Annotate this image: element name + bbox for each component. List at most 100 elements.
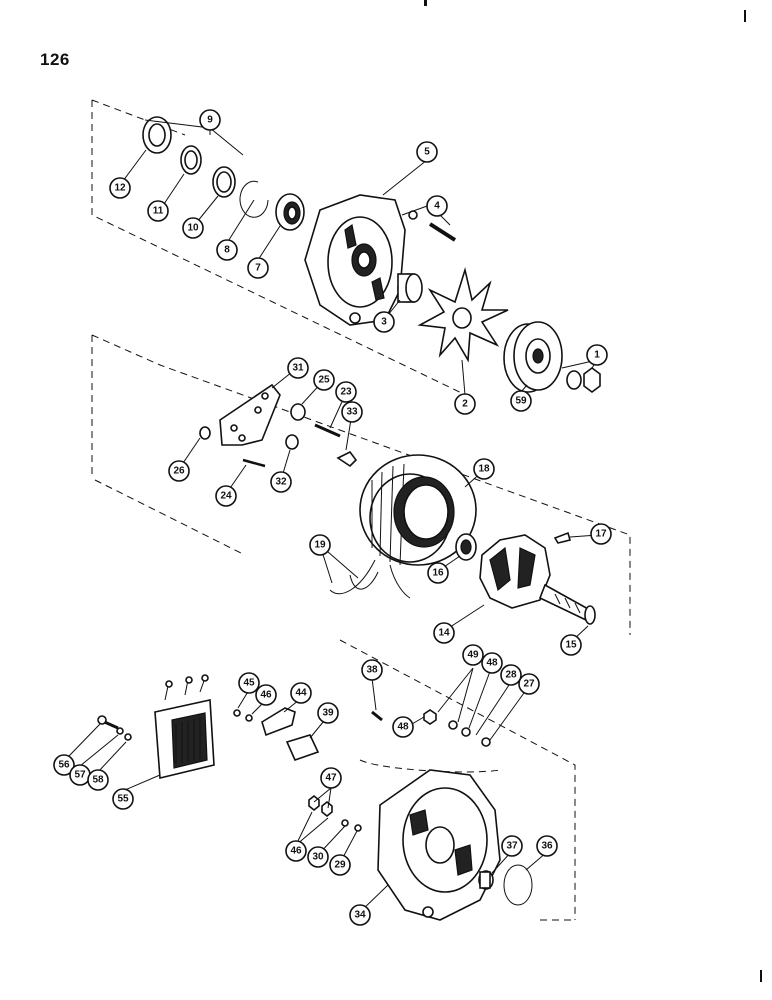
- svg-text:11: 11: [153, 206, 164, 217]
- svg-text:8: 8: [224, 245, 230, 256]
- svg-text:7: 7: [255, 263, 261, 274]
- svg-text:46: 46: [290, 846, 302, 857]
- svg-text:2: 2: [462, 399, 468, 410]
- svg-text:34: 34: [354, 910, 366, 921]
- callout-7: 7: [247, 257, 269, 279]
- bearing-part: [275, 193, 305, 231]
- stator-part: [359, 454, 477, 566]
- section-drive-end-frame: [91, 99, 601, 399]
- callout-12: 12: [109, 177, 131, 199]
- svg-text:25: 25: [318, 375, 330, 386]
- svg-text:28: 28: [505, 670, 517, 681]
- callout-15: 15: [560, 634, 582, 656]
- callout-23: 23: [335, 381, 357, 403]
- svg-text:17: 17: [595, 529, 607, 540]
- callout-24: 24: [215, 485, 237, 507]
- callout-58: 58: [87, 769, 109, 791]
- callout-44: 44: [290, 682, 312, 704]
- svg-text:45: 45: [243, 678, 255, 689]
- svg-text:16: 16: [432, 568, 444, 579]
- svg-text:56: 56: [58, 760, 70, 771]
- slip-ring-end-frame-part: [377, 769, 501, 921]
- rotor-part: [479, 534, 592, 622]
- svg-text:3: 3: [381, 317, 387, 328]
- svg-text:44: 44: [295, 688, 307, 699]
- callout-36: 36: [536, 835, 558, 857]
- svg-text:19: 19: [314, 540, 326, 551]
- callout-1: 1: [586, 344, 608, 366]
- callout-2: 2: [454, 393, 476, 415]
- svg-text:37: 37: [506, 841, 518, 852]
- bolt-part: [408, 210, 457, 242]
- svg-text:12: 12: [114, 183, 126, 194]
- callout-38: 38: [361, 659, 383, 681]
- svg-text:36: 36: [541, 841, 553, 852]
- callout-48-right: 48: [481, 652, 503, 674]
- svg-text:4: 4: [434, 201, 440, 212]
- callout-10: 10: [182, 217, 204, 239]
- callout-59: 59: [510, 390, 532, 412]
- callout-48-left: 48: [392, 716, 414, 738]
- section-slip-ring-end: [97, 639, 576, 921]
- callout-19: 19: [309, 534, 331, 556]
- callout-46-regulator: 46: [255, 684, 277, 706]
- spacer-part: [397, 273, 423, 303]
- svg-text:59: 59: [515, 396, 527, 407]
- svg-text:38: 38: [366, 665, 378, 676]
- svg-text:24: 24: [220, 491, 232, 502]
- svg-text:27: 27: [523, 679, 535, 690]
- svg-text:29: 29: [334, 860, 346, 871]
- pulley-part: [503, 321, 563, 393]
- callout-30: 30: [307, 846, 329, 868]
- regulator-part: [154, 674, 215, 779]
- callout-56: 56: [53, 754, 75, 776]
- svg-text:55: 55: [117, 794, 129, 805]
- retainer-part: [212, 166, 236, 198]
- svg-text:47: 47: [325, 773, 337, 784]
- drive-end-housing-part: [304, 194, 406, 326]
- callout-31: 31: [287, 357, 309, 379]
- callout-11: 11: [147, 200, 169, 222]
- callout-47: 47: [320, 767, 342, 789]
- svg-text:1: 1: [594, 350, 600, 361]
- svg-text:14: 14: [438, 628, 450, 639]
- callout-26: 26: [168, 460, 190, 482]
- svg-text:46: 46: [260, 690, 272, 701]
- callout-34: 34: [349, 904, 371, 926]
- callout-33: 33: [341, 401, 363, 423]
- callout-39: 39: [317, 702, 339, 724]
- svg-text:33: 33: [346, 407, 358, 418]
- callout-9: 9: [199, 109, 221, 131]
- svg-text:57: 57: [74, 770, 86, 781]
- section-stator-rotor: [91, 334, 631, 635]
- callout-25: 25: [313, 369, 335, 391]
- svg-text:58: 58: [92, 775, 104, 786]
- fan-part: [417, 266, 509, 363]
- callout-18: 18: [473, 458, 495, 480]
- callout-14: 14: [433, 622, 455, 644]
- svg-text:15: 15: [565, 640, 577, 651]
- callout-29: 29: [329, 854, 351, 876]
- page-number: 126: [40, 50, 70, 69]
- callout-27: 27: [518, 673, 540, 695]
- callout-5: 5: [416, 141, 438, 163]
- callout-4: 4: [426, 195, 448, 217]
- svg-text:48: 48: [486, 658, 498, 669]
- svg-text:18: 18: [478, 464, 490, 475]
- svg-text:48: 48: [397, 722, 409, 733]
- svg-text:26: 26: [173, 466, 185, 477]
- callout-32: 32: [270, 471, 292, 493]
- callout-8: 8: [216, 239, 238, 261]
- callout-16: 16: [427, 562, 449, 584]
- callout-37: 37: [501, 835, 523, 857]
- svg-text:9: 9: [207, 115, 213, 126]
- callout-45: 45: [238, 672, 260, 694]
- svg-text:23: 23: [340, 387, 352, 398]
- svg-text:10: 10: [187, 223, 199, 234]
- svg-text:32: 32: [275, 477, 287, 488]
- seal-part: [142, 116, 172, 154]
- callout-17: 17: [590, 523, 612, 545]
- svg-text:39: 39: [322, 708, 334, 719]
- callout-28: 28: [500, 664, 522, 686]
